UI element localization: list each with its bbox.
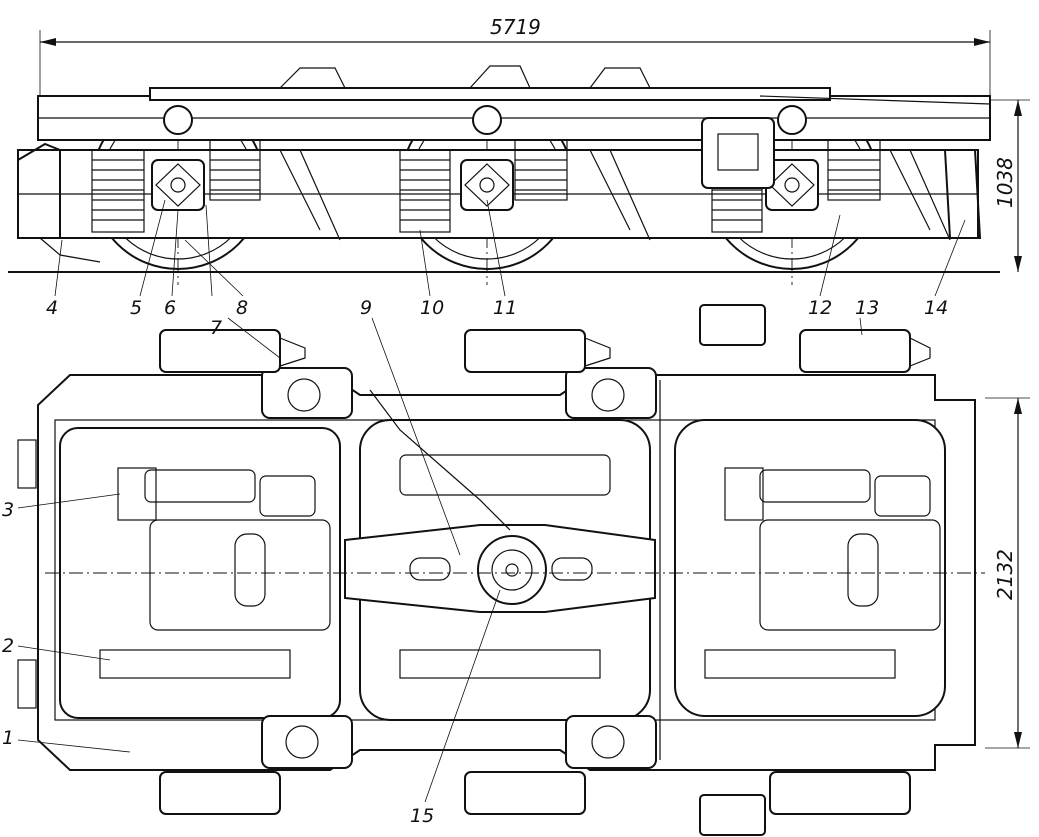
axle-box — [765, 159, 819, 211]
callout-11: 11 — [493, 297, 517, 319]
callout-1: 1 — [2, 727, 14, 749]
axle-box — [151, 159, 205, 211]
brake-cylinder — [464, 329, 611, 373]
callout-15: 15 — [410, 805, 434, 827]
axle-box — [460, 159, 514, 211]
callout-6: 6 — [164, 297, 176, 319]
brake-cylinder — [799, 329, 931, 373]
coil-spring — [91, 149, 145, 233]
callout-10: 10 — [420, 297, 444, 319]
pivot-center — [477, 535, 547, 605]
pivot — [163, 105, 193, 135]
end-bracket — [943, 149, 982, 239]
end-bracket — [17, 659, 37, 709]
frame-outline — [37, 374, 976, 771]
callout-7: 7 — [210, 317, 222, 339]
callout-14: 14 — [924, 297, 948, 319]
pipe — [369, 389, 511, 531]
coil-spring — [514, 139, 568, 201]
coil-spring — [209, 139, 261, 201]
sandbox — [699, 794, 766, 836]
callout-5: 5 — [130, 297, 142, 319]
end-bracket — [17, 142, 61, 239]
motor-section — [674, 419, 946, 717]
brake-cylinder — [159, 329, 306, 373]
callout-3: 3 — [2, 499, 14, 521]
pivot — [472, 105, 502, 135]
dimension-height-text: 1038 — [993, 157, 1017, 208]
side-frame-beam — [37, 65, 991, 141]
dimension-width-text: 2132 — [993, 549, 1017, 600]
brake-cylinder — [464, 771, 586, 815]
equipment-box — [701, 117, 775, 189]
axle-mount — [565, 715, 657, 769]
axle-mount — [261, 367, 353, 419]
coil-spring — [827, 139, 881, 201]
callout-13: 13 — [855, 297, 879, 319]
callout-leaders — [17, 199, 966, 803]
callout-4: 4 — [46, 297, 58, 319]
coil-spring — [399, 149, 451, 233]
axle-mount — [565, 367, 657, 419]
brake-cylinder — [769, 771, 911, 815]
end-bracket — [17, 439, 37, 489]
side-view — [8, 65, 1000, 285]
brake-cylinder — [159, 771, 281, 815]
pivot — [777, 105, 807, 135]
sandbox — [699, 304, 766, 346]
top-view — [17, 304, 985, 836]
dimension-length-text: 5719 — [490, 15, 541, 39]
callout-2: 2 — [2, 635, 14, 657]
callout-8: 8 — [236, 297, 248, 319]
callout-12: 12 — [808, 297, 832, 319]
dimension-width: 2132 — [985, 397, 1030, 749]
axle-mount — [261, 715, 353, 769]
callout-9: 9 — [360, 297, 372, 319]
dimension-overall-length: 5719 — [39, 15, 991, 100]
